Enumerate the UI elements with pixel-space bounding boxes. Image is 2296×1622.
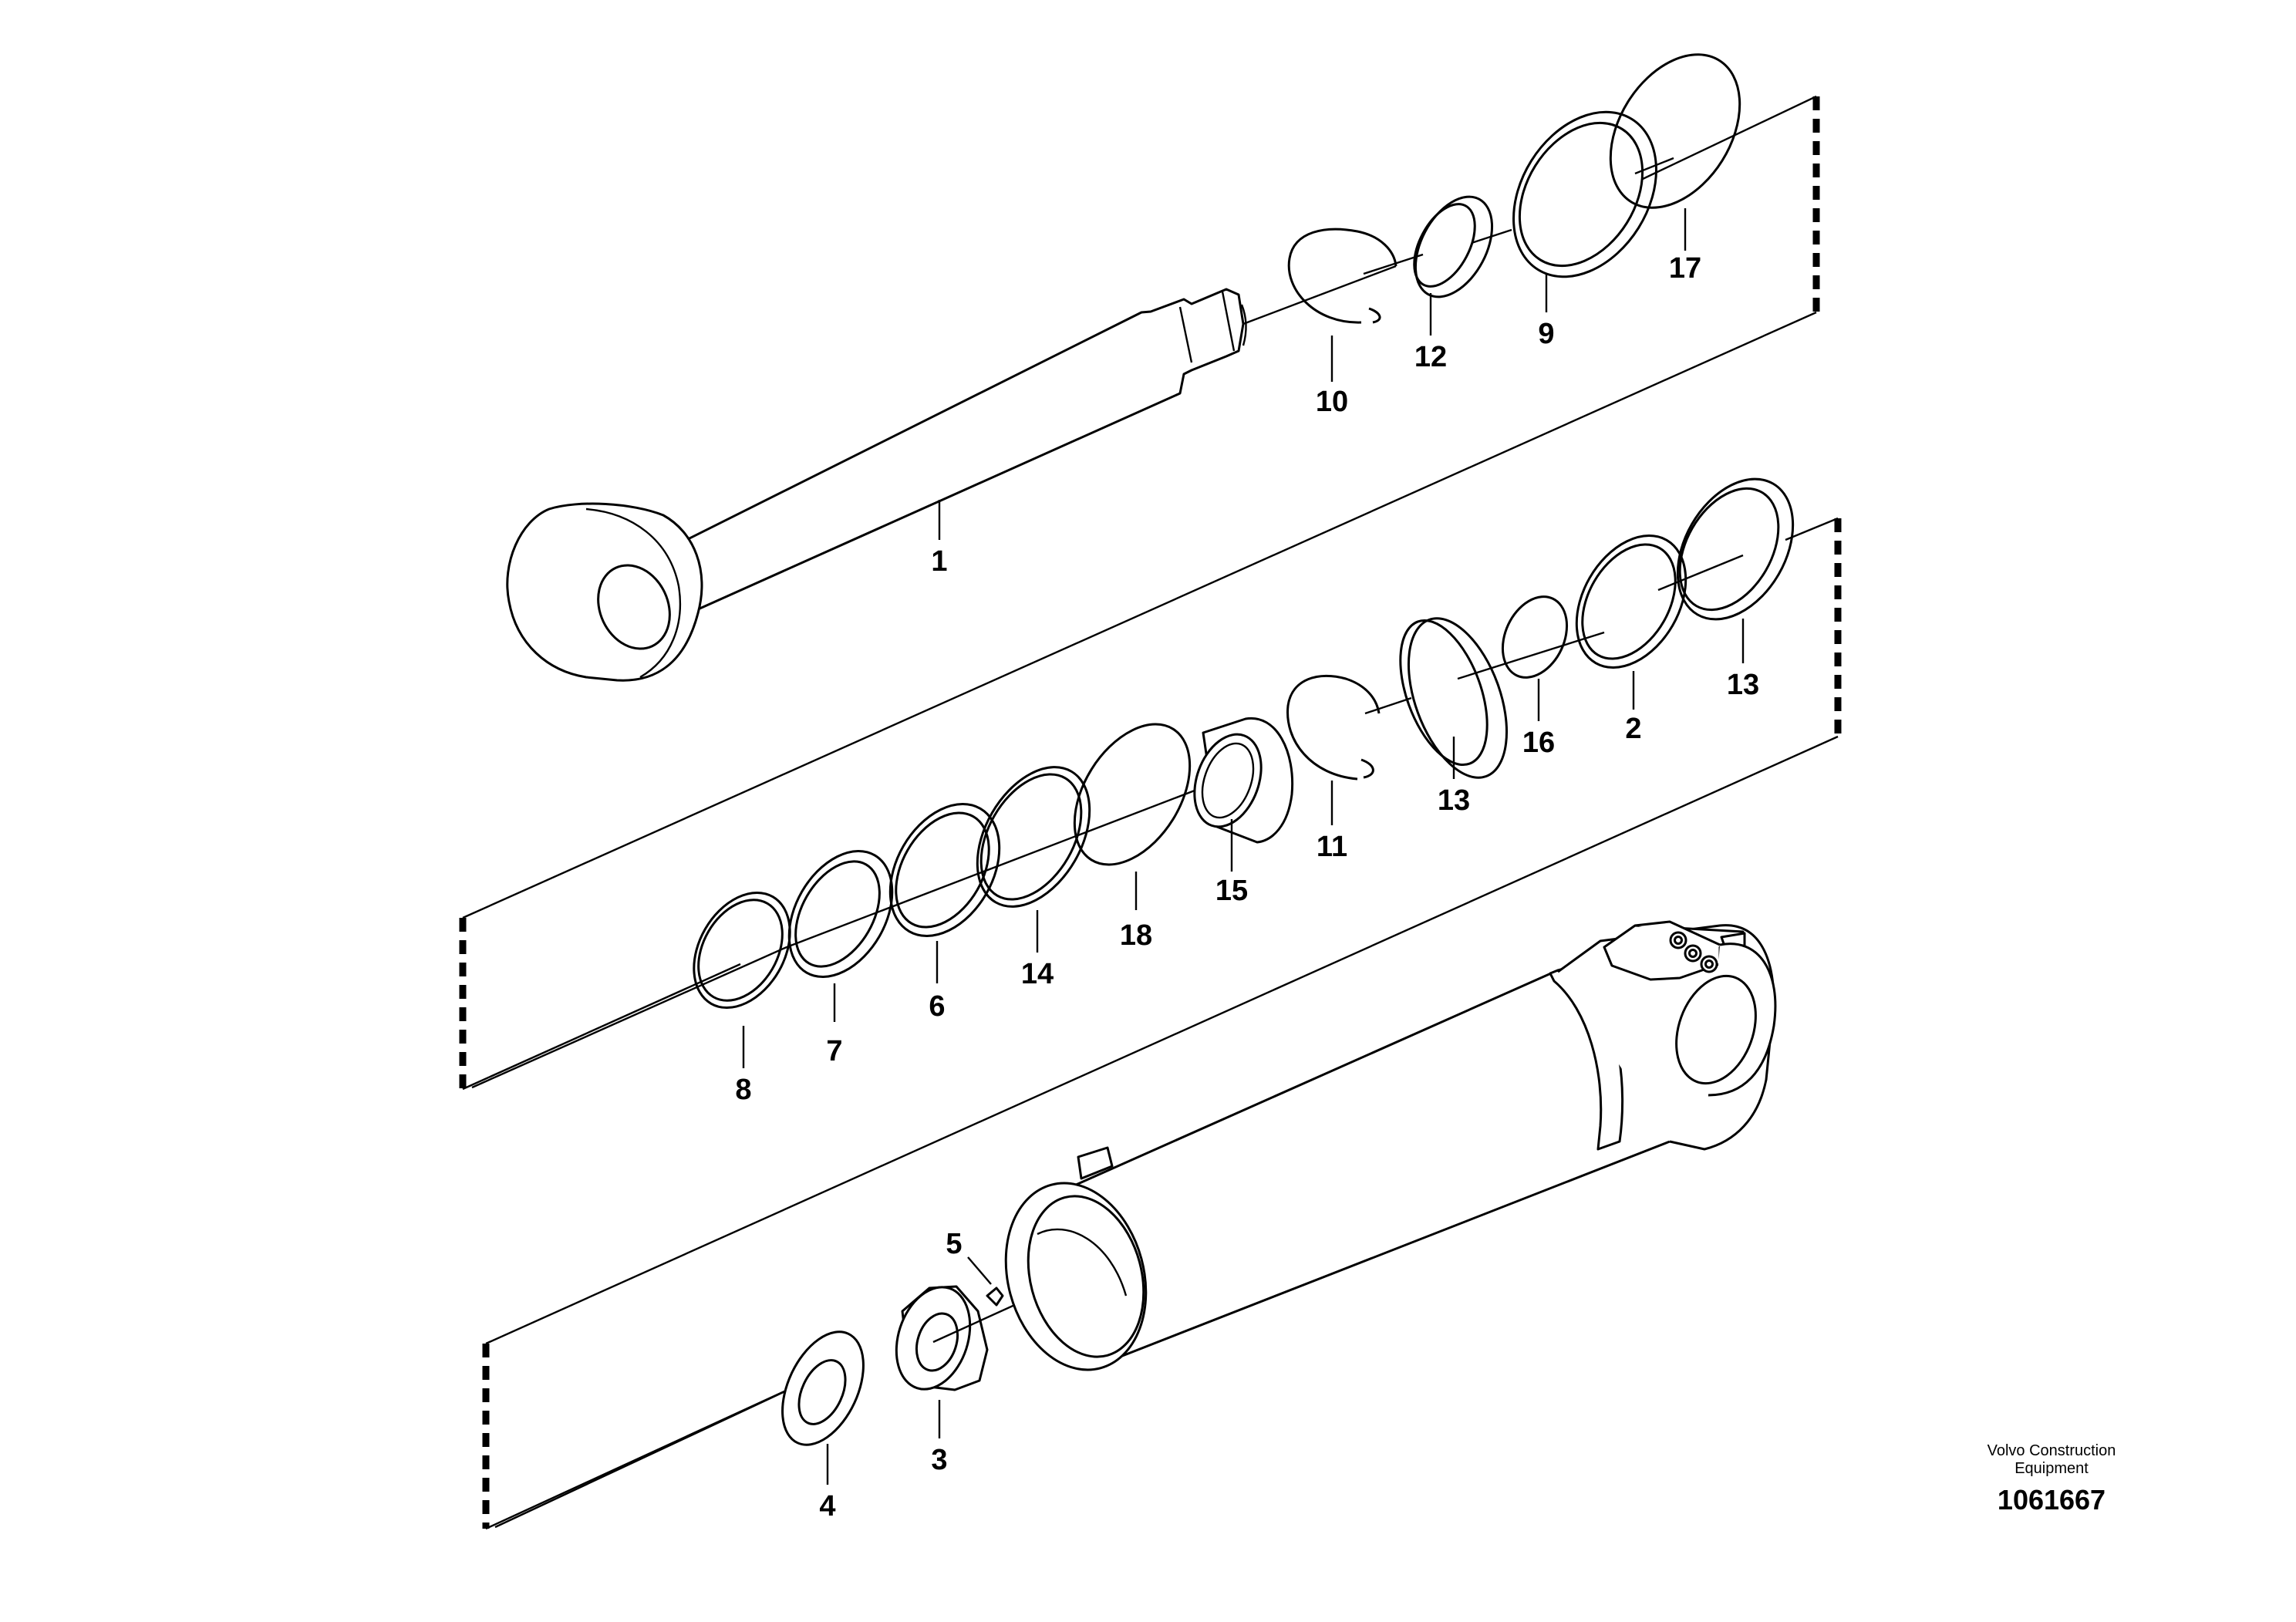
drawing-number: 1061667 (1997, 1484, 2106, 1516)
washer-4 (781, 1330, 865, 1446)
ring-8 (693, 891, 791, 1010)
piston-rod (506, 288, 1247, 682)
callout-4: 4 (819, 1490, 835, 1523)
callout-1: 1 (931, 545, 947, 578)
piston-nut-bottom-row (494, 1283, 1061, 1529)
assembly-guide-lines (459, 95, 1842, 1530)
callout-17: 17 (1669, 252, 1701, 285)
callout-18: 18 (1120, 919, 1152, 952)
cylinder-tube (1004, 920, 1777, 1371)
callout-8: 8 (735, 1074, 751, 1106)
callout-numbers: 1 10 12 9 17 8 7 6 14 18 15 11 13 16 2 1… (735, 252, 1759, 1523)
set-screw-5 (986, 1286, 1004, 1307)
callout-3: 3 (931, 1444, 947, 1476)
o-ring-18 (1073, 723, 1192, 866)
bushing-15 (1193, 717, 1294, 844)
ring-14 (976, 766, 1091, 908)
wiper-ring-9 (1512, 110, 1657, 278)
o-ring-17 (1609, 53, 1741, 209)
callout-9: 9 (1538, 318, 1554, 350)
brand-line-1: Volvo Construction (1987, 1442, 2116, 1459)
callout-5: 5 (946, 1228, 962, 1260)
snap-ring-11 (1286, 674, 1381, 781)
callout-6: 6 (929, 990, 945, 1023)
seal-2 (1575, 534, 1687, 669)
callout-13-upper: 13 (1727, 669, 1759, 701)
callout-16: 16 (1522, 727, 1555, 759)
ring-7 (787, 849, 894, 979)
piston-seals-middle-row (471, 477, 1795, 1089)
guide-ring-13-upper (1676, 477, 1795, 621)
callout-15: 15 (1215, 875, 1248, 907)
piston-nut-3 (895, 1285, 989, 1391)
guide-ring-13-lower (1399, 617, 1509, 779)
snap-ring-10 (1287, 228, 1397, 324)
callout-7: 7 (826, 1035, 842, 1067)
callout-13-lower: 13 (1438, 784, 1470, 817)
o-ring-16 (1501, 595, 1569, 679)
callout-10: 10 (1316, 386, 1348, 418)
callout-11: 11 (1317, 831, 1347, 863)
rod-seals-top-row (1242, 53, 1741, 325)
callout-2: 2 (1625, 713, 1641, 745)
callout-12: 12 (1414, 341, 1447, 373)
brand-line-2: Equipment (2014, 1460, 2089, 1477)
callout-14: 14 (1021, 958, 1054, 990)
callout-leaders (742, 208, 1745, 1485)
drawing-caption: Volvo Construction Equipment 1061667 (1944, 1442, 2159, 1516)
